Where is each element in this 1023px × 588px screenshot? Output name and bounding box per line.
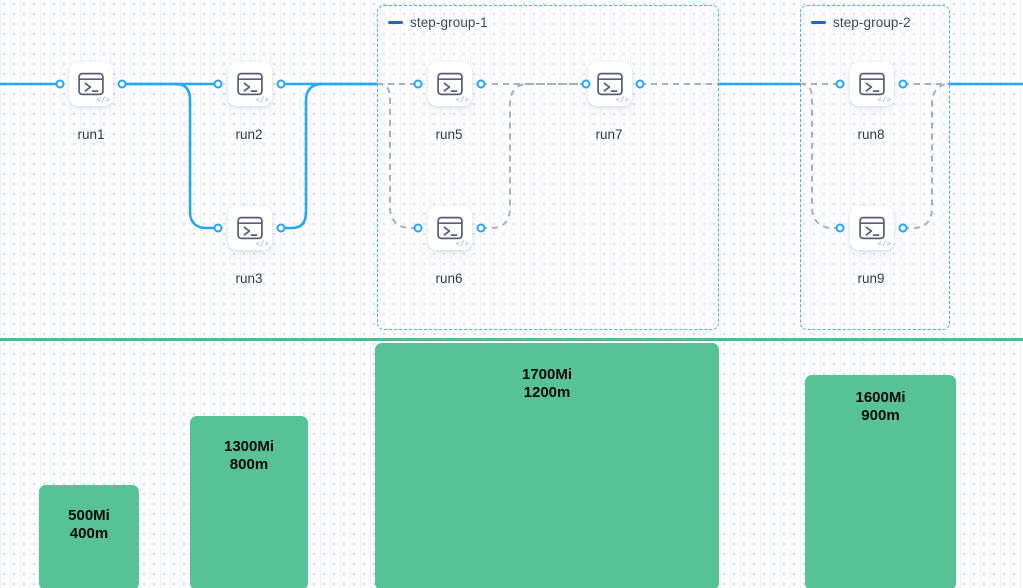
code-badge-icon: </> <box>877 96 891 105</box>
bar-0[interactable]: 500Mi 400m <box>39 485 139 588</box>
bar-label-3: 1600Mi 900m <box>855 389 905 426</box>
bar-cpu-value: 900m <box>861 407 900 425</box>
port-run7-output[interactable] <box>635 79 645 89</box>
bar-3[interactable]: 1600Mi 900m <box>805 375 956 588</box>
port-run2-output[interactable] <box>276 79 286 89</box>
bar-cpu-value: 400m <box>69 525 109 543</box>
group-label-step-group-2: step-group-2 <box>811 15 911 30</box>
terminal-icon <box>437 216 463 240</box>
bar-1[interactable]: 1300Mi 800m <box>190 416 308 588</box>
port-run3-output[interactable] <box>276 223 286 233</box>
terminal-icon <box>78 72 104 96</box>
edge-run1-run3 <box>120 82 220 230</box>
port-run6-output[interactable] <box>476 223 486 233</box>
port-run9-input[interactable] <box>835 223 845 233</box>
code-badge-icon: </> <box>455 240 469 249</box>
node-label-run6: run6 <box>435 271 463 286</box>
node-run6[interactable]: </> <box>428 206 472 250</box>
edge-g1-run6-run7 <box>481 83 586 229</box>
edge-g1-in-run6 <box>376 83 418 229</box>
terminal-icon <box>597 72 623 96</box>
bar-cpu-value: 1200m <box>523 384 571 402</box>
node-label-run9: run9 <box>857 271 885 286</box>
node-label-run2: run2 <box>235 127 263 142</box>
group-collapse-dash-icon[interactable] <box>388 21 403 24</box>
node-label-run3: run3 <box>235 271 263 286</box>
group-box-step-group-2[interactable] <box>800 5 950 330</box>
bar-label-1: 1300Mi 800m <box>224 438 274 475</box>
port-run3-input[interactable] <box>213 223 223 233</box>
bar-memory-value: 1300Mi <box>223 438 275 455</box>
bar-label-2: 1700Mi 1200m <box>522 366 572 403</box>
node-label-run7: run7 <box>595 127 623 142</box>
bar-label-0: 500Mi 400m <box>68 507 110 544</box>
terminal-icon <box>859 72 885 96</box>
port-run8-input[interactable] <box>835 79 845 89</box>
port-run2-input[interactable] <box>213 79 223 89</box>
bar-cpu-value: 800m <box>229 456 269 474</box>
port-run5-output[interactable] <box>476 79 486 89</box>
port-run5-input[interactable] <box>413 79 423 89</box>
node-run7[interactable]: </> <box>588 62 632 106</box>
bar-memory-value: 1600Mi <box>855 389 906 406</box>
port-run9-output[interactable] <box>898 223 908 233</box>
bar-memory-value: 500Mi <box>68 507 110 524</box>
group-box-step-group-1[interactable] <box>377 5 719 330</box>
chart-baseline <box>0 338 1023 341</box>
code-badge-icon: </> <box>255 240 269 249</box>
node-run3[interactable]: </> <box>228 206 272 250</box>
port-run6-input[interactable] <box>413 223 423 233</box>
group-label-step-group-1: step-group-1 <box>388 15 488 30</box>
port-run1-output[interactable] <box>117 79 127 89</box>
bar-2[interactable]: 1700Mi 1200m <box>375 343 719 588</box>
node-label-run1: run1 <box>77 127 105 142</box>
code-badge-icon: </> <box>455 96 469 105</box>
terminal-icon <box>237 72 263 96</box>
node-run8[interactable]: </> <box>850 62 894 106</box>
terminal-icon <box>437 72 463 96</box>
edge-g2-run9-out <box>903 83 950 229</box>
port-run1-input[interactable] <box>55 79 65 89</box>
node-run2[interactable]: </> <box>228 62 272 106</box>
edge-g2-in-run9 <box>799 83 840 229</box>
code-badge-icon: </> <box>255 96 269 105</box>
bar-memory-value: 1700Mi <box>521 366 573 383</box>
port-run7-input[interactable] <box>581 79 591 89</box>
group-title: step-group-2 <box>833 15 911 30</box>
node-label-run5: run5 <box>435 127 463 142</box>
code-badge-icon: </> <box>615 96 629 105</box>
node-run1[interactable]: </> <box>69 62 113 106</box>
group-title: step-group-1 <box>410 15 488 30</box>
code-badge-icon: </> <box>877 240 891 249</box>
node-run5[interactable]: </> <box>428 62 472 106</box>
terminal-icon <box>237 216 263 240</box>
node-run9[interactable]: </> <box>850 206 894 250</box>
port-run8-output[interactable] <box>898 79 908 89</box>
terminal-icon <box>859 216 885 240</box>
code-badge-icon: </> <box>96 96 110 105</box>
group-collapse-dash-icon[interactable] <box>811 21 826 24</box>
node-label-run8: run8 <box>857 127 885 142</box>
edge-run3-next <box>279 82 379 230</box>
